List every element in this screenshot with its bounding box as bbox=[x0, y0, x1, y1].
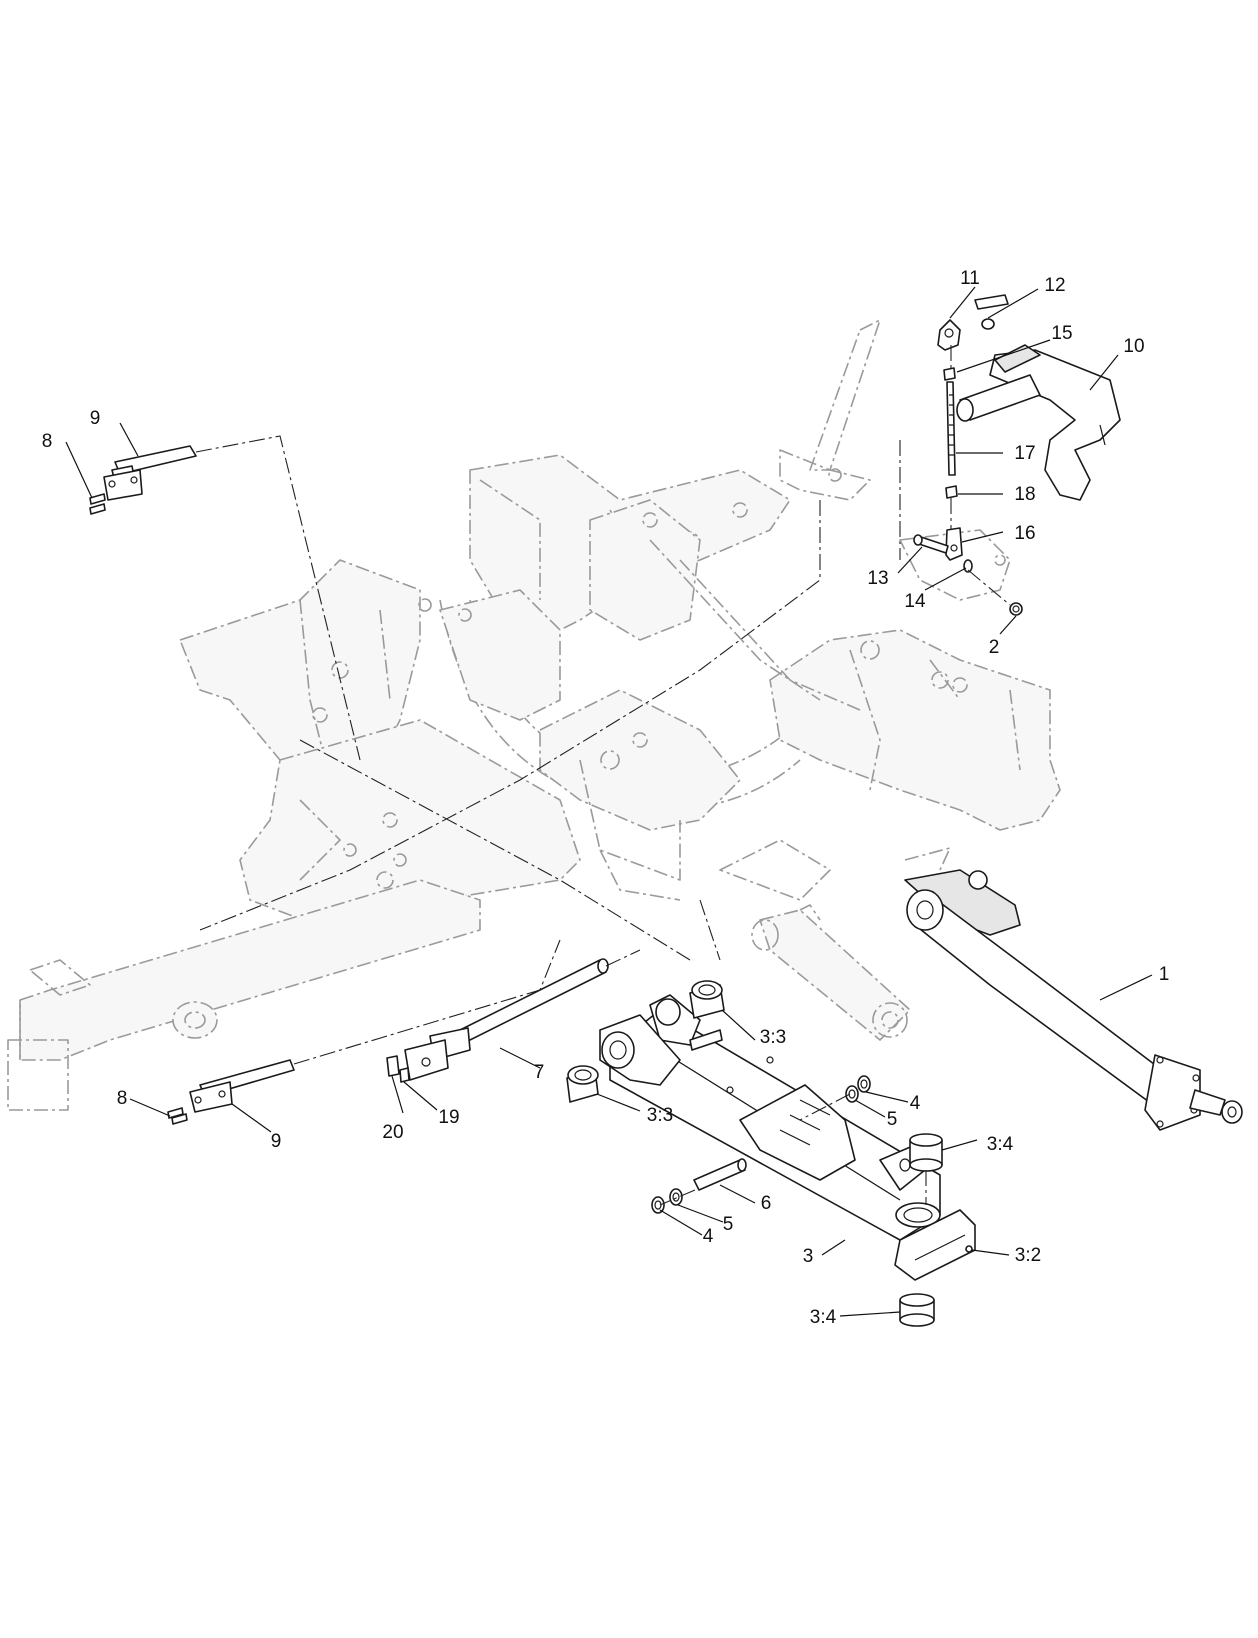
callout-7: 7 bbox=[534, 1062, 545, 1083]
callout-8-upper: 8 bbox=[42, 431, 53, 452]
callout-3-3-upper: 3:3 bbox=[760, 1027, 786, 1048]
pivot-shaft-lower-part bbox=[167, 939, 561, 1125]
callout-3-3-lower: 3:3 bbox=[647, 1105, 673, 1126]
callout-3: 3 bbox=[803, 1246, 814, 1267]
callout-11: 11 bbox=[960, 268, 980, 289]
callout-5-right: 5 bbox=[887, 1109, 898, 1130]
callout-labels: 11 12 15 10 17 18 16 13 14 2 9 8 1 3:3 7… bbox=[42, 268, 1170, 1328]
callout-9-lower: 9 bbox=[271, 1131, 282, 1152]
pedal-linkage-ghost bbox=[779, 319, 1011, 601]
lift-arm-part bbox=[599, 994, 976, 1281]
callout-6: 6 bbox=[761, 1193, 772, 1214]
callout-2: 2 bbox=[989, 637, 1000, 658]
callout-16: 16 bbox=[1014, 523, 1035, 544]
callout-4-left: 4 bbox=[703, 1226, 714, 1247]
callout-3-2: 3:2 bbox=[1015, 1245, 1041, 1266]
callout-12: 12 bbox=[1044, 275, 1065, 296]
frame-ghost bbox=[7, 440, 1061, 1111]
callout-14: 14 bbox=[904, 591, 926, 612]
callout-3-4-upper: 3:4 bbox=[987, 1134, 1014, 1155]
pedal-bracket-part bbox=[956, 344, 1121, 501]
callout-17: 17 bbox=[1014, 443, 1035, 464]
long-shaft-part bbox=[386, 949, 641, 1083]
leader-lines bbox=[65, 286, 1153, 1317]
callout-15: 15 bbox=[1051, 323, 1072, 344]
callout-1: 1 bbox=[1159, 964, 1170, 985]
lift-cylinder-part bbox=[904, 847, 1243, 1131]
bushings-3-4 bbox=[899, 1133, 943, 1327]
callout-4-right: 4 bbox=[910, 1093, 921, 1114]
callout-3-4-lower: 3:4 bbox=[810, 1307, 837, 1328]
pivot-shaft-upper-part bbox=[89, 435, 361, 761]
callout-9-upper: 9 bbox=[90, 408, 101, 429]
callout-19: 19 bbox=[438, 1107, 459, 1128]
callout-8-lower: 8 bbox=[117, 1088, 128, 1109]
callout-20: 20 bbox=[382, 1122, 403, 1143]
callout-13: 13 bbox=[867, 568, 888, 589]
callout-10: 10 bbox=[1123, 336, 1144, 357]
callout-5-left: 5 bbox=[723, 1214, 734, 1235]
washers-pins-part bbox=[651, 1075, 973, 1253]
turnbuckle-rod-assembly bbox=[913, 294, 1023, 616]
secondary-cylinder-ghost bbox=[719, 839, 911, 1041]
callout-18: 18 bbox=[1014, 484, 1035, 505]
